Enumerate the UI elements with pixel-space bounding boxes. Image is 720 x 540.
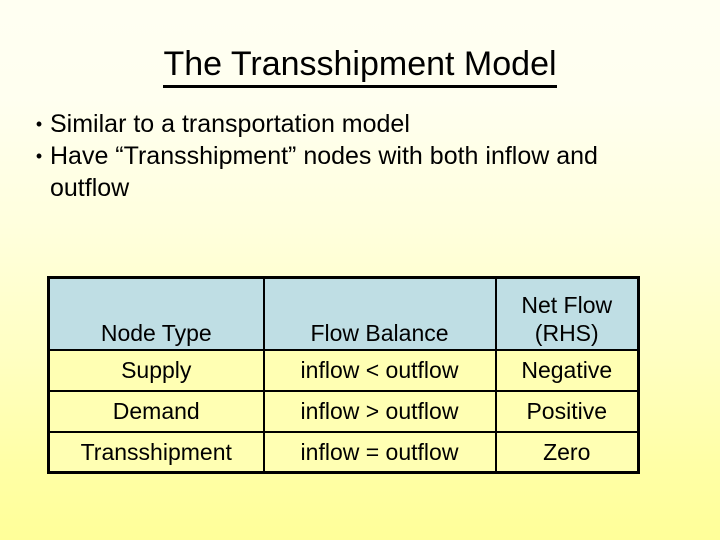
cell-node-type: Supply bbox=[47, 348, 265, 392]
bullet-icon: • bbox=[35, 114, 43, 134]
column-header-net-flow: Net Flow (RHS) bbox=[494, 276, 640, 351]
cell-flow-balance: inflow < outflow bbox=[262, 348, 497, 392]
column-header-flow-balance: Flow Balance bbox=[262, 276, 497, 351]
table-body: Supply inflow < outflow Negative Demand … bbox=[47, 348, 640, 474]
bullet-list: • Similar to a transportation model • Ha… bbox=[28, 108, 658, 204]
bullet-text: Similar to a transportation model bbox=[50, 110, 410, 138]
flow-balance-table: Node Type Flow Balance Net Flow (RHS) Su… bbox=[47, 276, 640, 474]
table-row: Transshipment inflow = outflow Zero bbox=[47, 430, 640, 474]
cell-node-type: Transshipment bbox=[47, 430, 265, 474]
title-container: The Transshipment Model bbox=[0, 44, 720, 88]
list-item: • Have “Transshipment” nodes with both i… bbox=[28, 140, 658, 204]
flow-balance-table-container: Node Type Flow Balance Net Flow (RHS) Su… bbox=[47, 276, 640, 474]
bullet-text: Have “Transshipment” nodes with both inf… bbox=[50, 142, 598, 202]
table-header-row: Node Type Flow Balance Net Flow (RHS) bbox=[47, 276, 640, 351]
cell-node-type: Demand bbox=[47, 389, 265, 433]
column-header-net-flow-line1: Net Flow bbox=[521, 291, 613, 318]
column-header-net-flow-line2: (RHS) bbox=[534, 319, 599, 346]
table-row: Supply inflow < outflow Negative bbox=[47, 348, 640, 392]
table-row: Demand inflow > outflow Positive bbox=[47, 389, 640, 433]
cell-flow-balance: inflow > outflow bbox=[262, 389, 497, 433]
bullet-icon: • bbox=[35, 146, 43, 166]
cell-net-flow: Positive bbox=[494, 389, 640, 433]
page-title: The Transshipment Model bbox=[163, 44, 557, 88]
cell-flow-balance: inflow = outflow bbox=[262, 430, 497, 474]
table-header: Node Type Flow Balance Net Flow (RHS) bbox=[47, 276, 640, 351]
cell-net-flow: Negative bbox=[494, 348, 640, 392]
column-header-node-type: Node Type bbox=[47, 276, 265, 351]
list-item: • Similar to a transportation model bbox=[28, 108, 658, 140]
cell-net-flow: Zero bbox=[494, 430, 640, 474]
